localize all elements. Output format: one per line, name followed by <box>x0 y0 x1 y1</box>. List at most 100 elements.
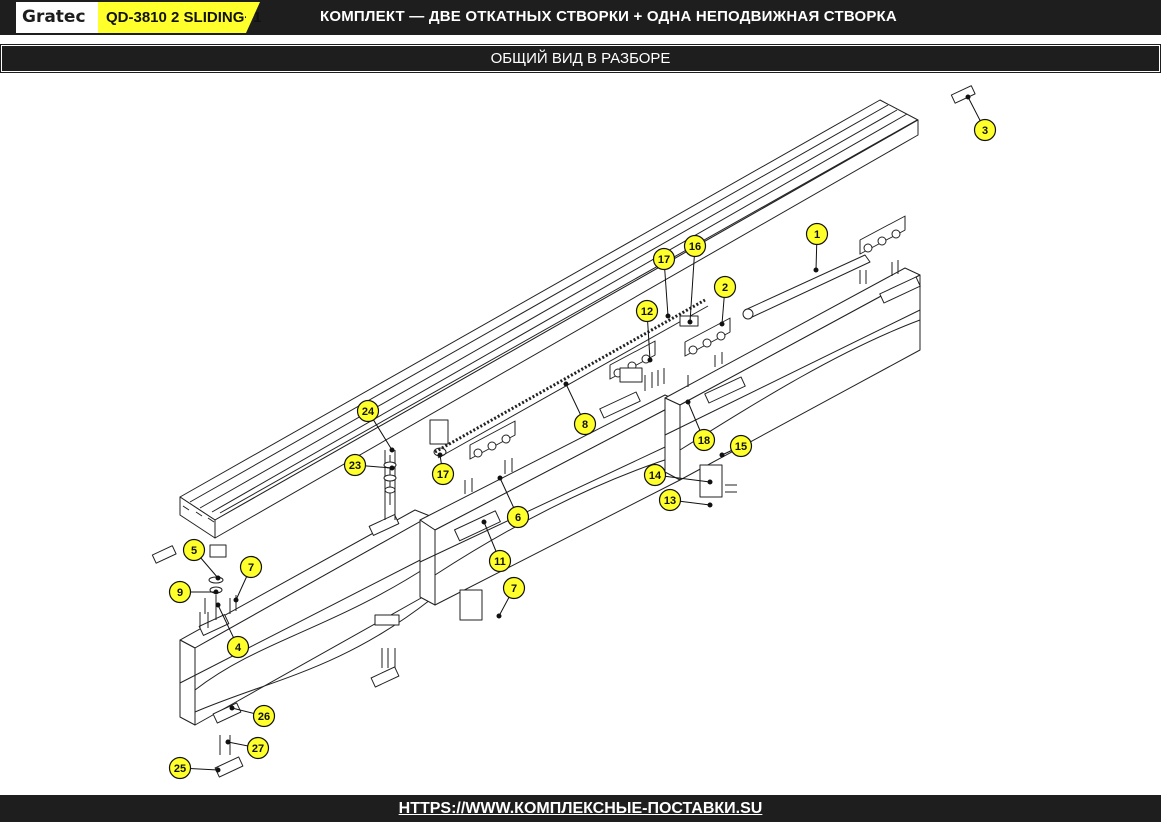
callout-number: 18 <box>698 435 710 447</box>
callout-3: 3 <box>973 118 997 142</box>
callout-badge <box>652 247 676 271</box>
callout-badge <box>488 549 512 573</box>
callout-9: 9 <box>168 580 192 604</box>
callout-badge <box>692 428 716 452</box>
diagram-drawing <box>151 85 976 778</box>
callout-17: 17 <box>431 462 455 486</box>
callout-badge <box>973 118 997 142</box>
callout-7: 7 <box>239 555 263 579</box>
leader-dot <box>707 479 713 485</box>
callout-14: 14 <box>643 463 667 487</box>
callout-number: 17 <box>658 254 670 266</box>
leader-dot <box>707 502 713 508</box>
callout-badge <box>643 463 667 487</box>
callout-number: 13 <box>664 495 676 507</box>
callout-number: 2 <box>722 282 728 294</box>
leader-dot <box>647 357 653 363</box>
callout-badge <box>805 222 829 246</box>
callout-7: 7 <box>502 576 526 600</box>
callout-13: 13 <box>658 488 682 512</box>
sliding-panel-b <box>664 267 921 481</box>
callout-8: 8 <box>573 412 597 436</box>
leader-dot <box>685 399 691 405</box>
callout-number: 25 <box>174 763 186 775</box>
leader-dot <box>497 475 503 481</box>
website-link[interactable]: HTTPS://WWW.КОМПЛЕКСНЫЕ-ПОСТАВКИ.SU <box>398 800 763 817</box>
callout-badge <box>658 488 682 512</box>
callout-number: 26 <box>258 711 270 723</box>
callout-number: 1 <box>814 229 820 241</box>
callout-number: 14 <box>649 470 662 482</box>
leader-dot <box>233 597 239 603</box>
callout-27: 27 <box>246 736 270 760</box>
callout-number: 6 <box>515 512 521 524</box>
callout-badge <box>226 635 250 659</box>
subheader-bar: ОБЩИЙ ВИД В РАЗБОРЕ <box>0 44 1161 73</box>
callout-number: 17 <box>437 469 449 481</box>
callout-number: 8 <box>582 419 588 431</box>
callout-number: 24 <box>362 406 375 418</box>
leader-dot <box>215 602 221 608</box>
callout-number: 3 <box>982 125 988 137</box>
callout-6: 6 <box>506 505 530 529</box>
leader-dot <box>481 519 487 525</box>
leader-dot <box>687 319 693 325</box>
callout-badge <box>573 412 597 436</box>
callout-badge <box>343 453 367 477</box>
callout-badge <box>356 399 380 423</box>
callout-number: 5 <box>191 545 197 557</box>
callout-badge <box>168 580 192 604</box>
callout-number: 9 <box>177 587 183 599</box>
callout-11: 11 <box>488 549 512 573</box>
callout-number: 11 <box>494 556 506 568</box>
callout-1: 1 <box>805 222 829 246</box>
callout-12: 12 <box>635 299 659 323</box>
callout-number: 15 <box>735 441 747 453</box>
callout-5: 5 <box>182 538 206 562</box>
callout-badge <box>635 299 659 323</box>
leader-dot <box>719 321 725 327</box>
callout-badge <box>182 538 206 562</box>
callout-23: 23 <box>343 453 367 477</box>
leader-line <box>689 245 696 323</box>
callout-number: 27 <box>252 743 264 755</box>
callout-badge <box>502 576 526 600</box>
header-bar: Gratec QD-3810 2 SLIDING+1 КОМПЛЕКТ — ДВ… <box>0 0 1161 35</box>
model-label-slant <box>246 2 260 33</box>
callout-badge <box>239 555 263 579</box>
callout-badge <box>683 234 707 258</box>
callout-2: 2 <box>713 275 737 299</box>
callout-badge <box>168 756 192 780</box>
connecting-rod <box>742 254 871 320</box>
callout-15: 15 <box>729 434 753 458</box>
page-title: КОМПЛЕКТ — ДВЕ ОТКАТНЫХ СТВОРКИ + ОДНА Н… <box>320 8 897 25</box>
leader-dot <box>437 452 443 458</box>
sliding-panel-a <box>419 394 681 606</box>
callout-badge <box>252 704 276 728</box>
callout-17: 17 <box>652 247 676 271</box>
callout-number: 12 <box>641 306 653 318</box>
leader-dot <box>813 267 819 273</box>
callout-badge <box>246 736 270 760</box>
callout-25: 25 <box>168 756 192 780</box>
leader-dot <box>229 705 235 711</box>
callout-number: 23 <box>349 460 361 472</box>
footer-bar: HTTPS://WWW.КОМПЛЕКСНЫЕ-ПОСТАВКИ.SU <box>0 795 1161 822</box>
callout-18: 18 <box>692 428 716 452</box>
section-title: ОБЩИЙ ВИД В РАЗБОРЕ <box>1 45 1160 72</box>
callout-4: 4 <box>226 635 250 659</box>
callout-number: 16 <box>689 241 701 253</box>
leader-dot <box>496 613 502 619</box>
callout-number: 7 <box>248 562 254 574</box>
leader-dot <box>665 313 671 319</box>
leader-dot <box>225 739 231 745</box>
leader-dot <box>719 452 725 458</box>
callout-badge <box>506 505 530 529</box>
brand-logo: Gratec <box>16 2 100 33</box>
callout-badge <box>729 434 753 458</box>
callout-26: 26 <box>252 704 276 728</box>
leader-dot <box>965 94 971 100</box>
leader-dot <box>389 447 395 453</box>
